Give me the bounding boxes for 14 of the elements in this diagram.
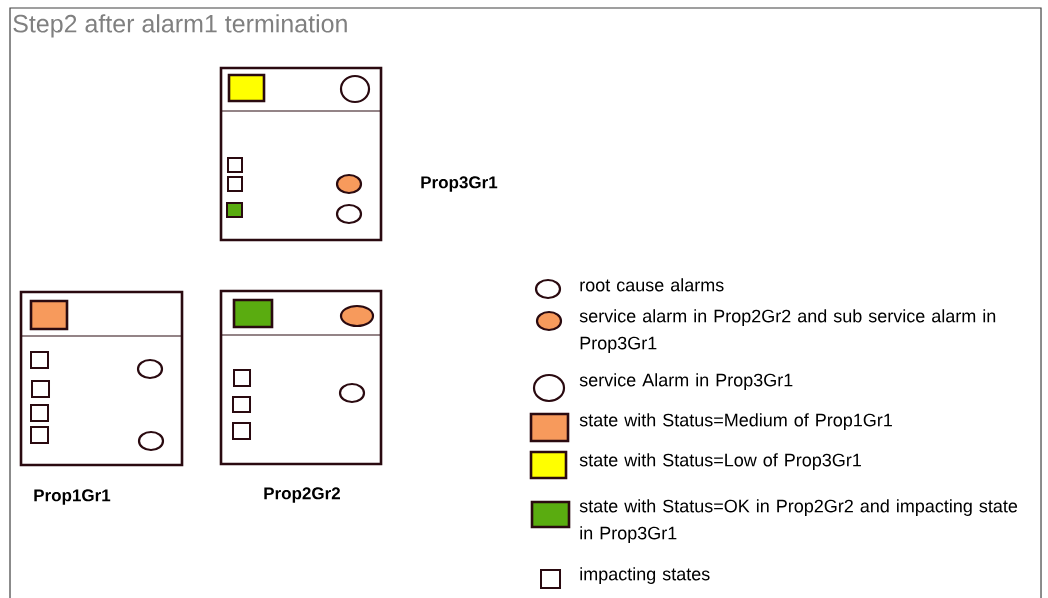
panel-label: Prop1Gr1 [34, 489, 111, 505]
legend-text: service alarm in Prop2Gr2 and sub service alarm in Prop3Gr1 [579, 309, 996, 353]
panel-box [19, 290, 184, 467]
legend-text: impacting states [580, 567, 710, 584]
legend-text: state with Status=OK in Prop2Gr2 and impacting state in Prop3Gr1 [579, 499, 1018, 543]
panel-label: Prop3Gr1 [421, 176, 498, 192]
title: Step2 after alarm1 termination [13, 14, 347, 38]
legend-text: state with Status=Medium of Prop1Gr1 [579, 413, 892, 430]
panel-label: Prop2Gr2 [264, 487, 340, 503]
panel-box [219, 289, 383, 466]
legend-text: root cause alarms [580, 278, 724, 292]
legend-text: service Alarm in Prop3Gr1 [579, 373, 793, 390]
legend-text: state with Status=Low of Prop3Gr1 [579, 453, 861, 470]
panel-box [219, 66, 383, 242]
